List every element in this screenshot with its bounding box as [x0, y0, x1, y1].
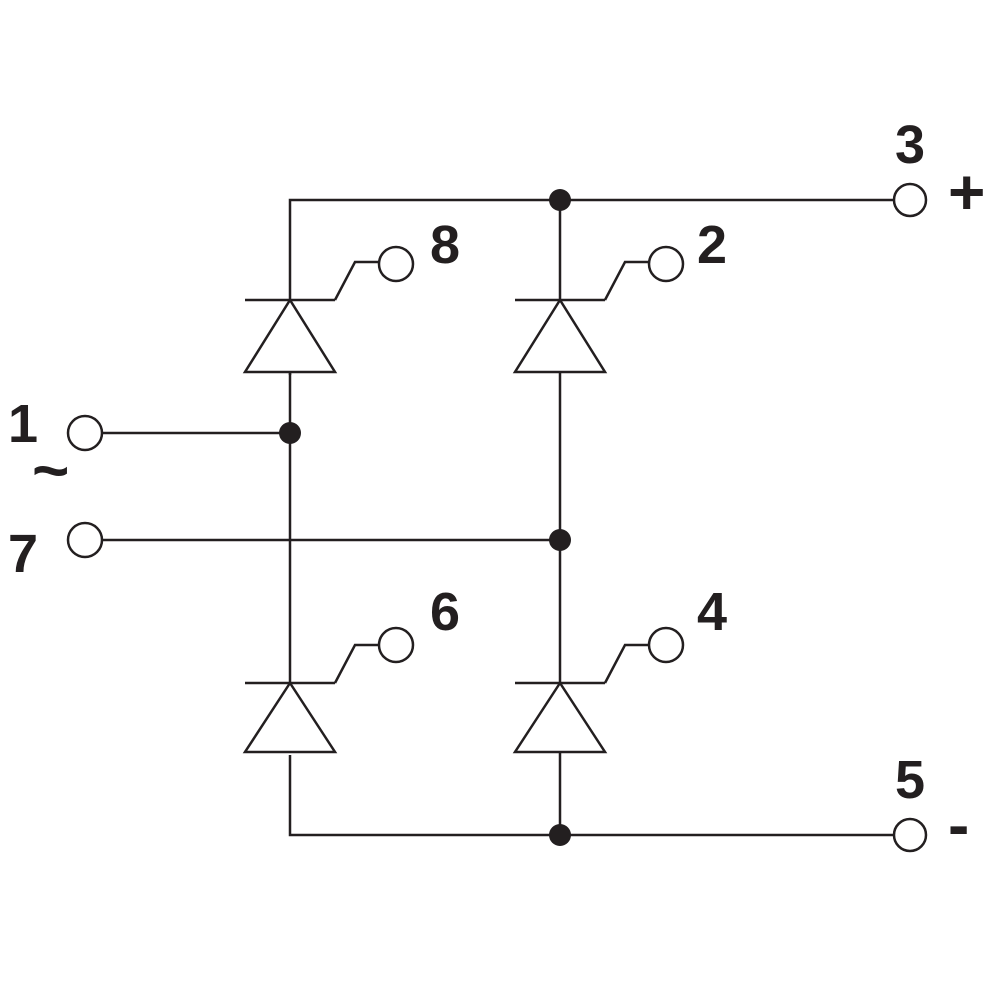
thyristor-top-left-body — [242, 297, 338, 374]
label-terminal-2: 2 — [697, 215, 728, 275]
label-terminal-6: 6 — [430, 582, 461, 642]
label-terminal-1: 1 — [8, 394, 39, 454]
terminal-8 — [377, 245, 415, 283]
junction-node-top — [549, 189, 571, 211]
terminal-1 — [66, 414, 104, 452]
terminals — [66, 182, 928, 853]
thyristor-bottom-right-body — [512, 680, 608, 754]
label-terminal-4: 4 — [697, 582, 728, 642]
label-terminal-5: 5 — [895, 750, 926, 810]
thyristor-top-left — [242, 260, 380, 374]
junction-node-bottom — [549, 824, 571, 846]
thyristor-bottom-left-body — [242, 680, 338, 754]
thyristor-bottom-left — [242, 643, 380, 754]
thyristor-bottom-right — [512, 643, 650, 754]
terminal-4 — [647, 626, 685, 664]
terminal-5 — [892, 817, 928, 853]
dc-plus-bus — [288, 198, 895, 375]
junction-nodes — [279, 189, 571, 846]
wires — [103, 198, 895, 837]
label-ac-symbol: ~ — [32, 434, 70, 506]
thyristor-top-right-body — [512, 297, 608, 374]
label-plus: + — [948, 156, 986, 228]
label-minus: - — [948, 789, 970, 861]
label-terminal-8: 8 — [430, 215, 461, 275]
thyristor-top-right — [512, 260, 650, 374]
thyristor-top-left-gate — [333, 260, 380, 301]
terminal-2 — [647, 245, 685, 283]
thyristor-top-right-gate — [603, 260, 650, 301]
junction-node-right-mid — [549, 529, 571, 551]
terminal-3 — [892, 182, 928, 218]
terminal-6 — [377, 626, 415, 664]
dc-minus-bus — [288, 755, 895, 837]
thyristor-bottom-right-gate — [603, 643, 650, 684]
label-terminal-7: 7 — [8, 524, 39, 584]
terminal-7 — [66, 521, 104, 559]
label-terminal-3: 3 — [895, 115, 926, 175]
thyristor-bottom-left-gate — [333, 643, 380, 684]
junction-node-left-mid — [279, 422, 301, 444]
